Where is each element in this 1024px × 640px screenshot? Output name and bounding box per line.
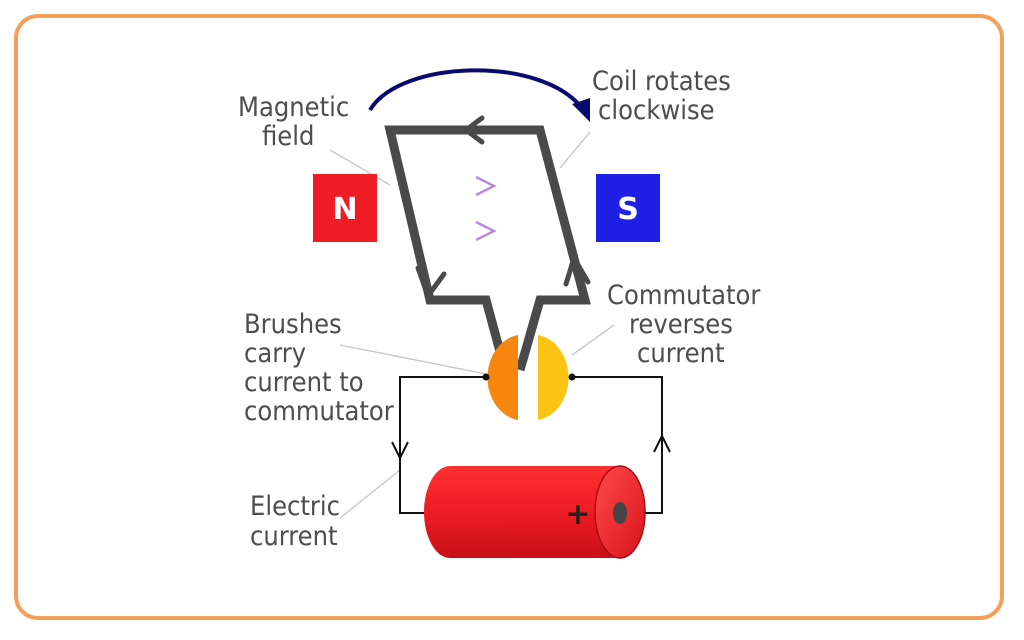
leader-brushes (339, 344, 487, 375)
label-current-to: current to (244, 367, 364, 398)
commutator-left-half (487, 335, 518, 420)
label-brushes: Brushes (244, 309, 342, 340)
north-magnet: N (313, 174, 377, 242)
label-reverses: reverses (629, 309, 733, 340)
label-clockwise: clockwise (598, 95, 715, 126)
leader-commutator (571, 324, 615, 356)
label-commutator: commutator (244, 396, 394, 427)
label-current: current (637, 338, 725, 369)
label-field: field (262, 121, 314, 152)
leader-coil-rotates (559, 131, 591, 169)
commutator (487, 335, 569, 420)
leader-electric-current (339, 469, 401, 519)
battery: + (424, 465, 646, 559)
label-magnetic: Magnetic (238, 92, 349, 123)
south-label: S (617, 192, 639, 227)
leader-lines (329, 131, 615, 519)
label-electric: Electric (250, 491, 340, 522)
leader-magnetic-field (329, 149, 391, 186)
brush-right (568, 373, 576, 381)
battery-plus-sign: + (565, 497, 590, 532)
south-magnet: S (596, 174, 660, 242)
commutator-right-half (538, 335, 569, 420)
labels: Magnetic field Coil rotates clockwise Br… (238, 66, 760, 552)
label-electric-current: current (250, 521, 338, 552)
label-coil-rotates: Coil rotates (592, 66, 731, 97)
brush-contacts (482, 373, 576, 381)
current-arrows (391, 433, 671, 461)
field-arrowheads (475, 175, 497, 242)
coil (384, 125, 591, 372)
label-commutator-title: Commutator (607, 280, 760, 311)
rotation-arrow (368, 68, 590, 122)
north-label: N (332, 192, 357, 227)
brush-left (482, 373, 490, 381)
battery-terminal (613, 502, 627, 524)
coil-arrows (415, 115, 591, 302)
label-carry: carry (244, 338, 306, 369)
